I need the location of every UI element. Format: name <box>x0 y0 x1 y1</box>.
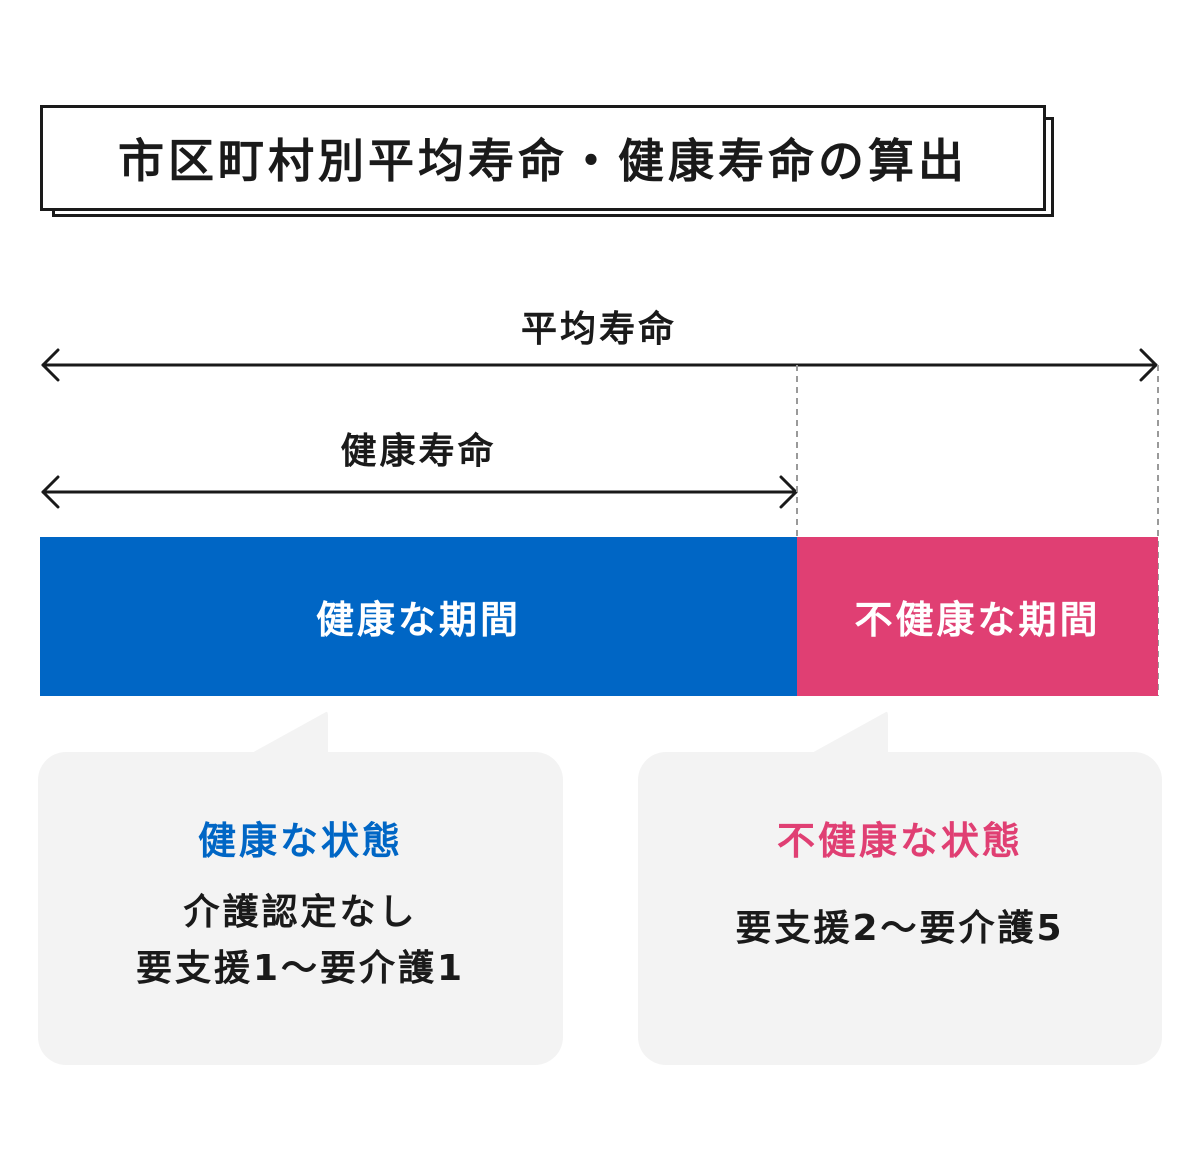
healthy-life-arrow <box>41 475 798 509</box>
healthy-state-bubble: 健康な状態 介護認定なし 要支援1～要介護1 <box>38 752 563 1065</box>
unhealthy-period-bar: 不健康な期間 <box>797 537 1158 696</box>
unhealthy-period-label: 不健康な期間 <box>854 598 1101 642</box>
unhealthy-bubble-tail <box>810 711 888 754</box>
average-life-arrow <box>41 348 1158 382</box>
healthy-state-title: 健康な状態 <box>197 819 403 863</box>
average-life-label: 平均寿命 <box>520 309 677 350</box>
unhealthy-state-line: 要支援2～要介護5 <box>735 908 1065 949</box>
healthy-bubble-tail <box>250 711 328 754</box>
unhealthy-state-description: 要支援2～要介護5 <box>735 901 1064 957</box>
healthy-period-label: 健康な期間 <box>315 598 521 642</box>
page-title: 市区町村別平均寿命・健康寿命の算出 <box>40 105 1046 211</box>
healthy-state-description: 介護認定なし 要支援1～要介護1 <box>136 885 465 997</box>
healthy-state-line: 介護認定なし <box>183 892 418 933</box>
unhealthy-state-bubble: 不健康な状態 要支援2～要介護5 <box>638 752 1162 1065</box>
healthy-life-label: 健康寿命 <box>340 431 497 472</box>
healthy-period-bar: 健康な期間 <box>40 537 797 696</box>
healthy-state-line: 要支援1～要介護1 <box>135 948 466 989</box>
unhealthy-state-title: 不健康な状態 <box>776 819 1023 863</box>
